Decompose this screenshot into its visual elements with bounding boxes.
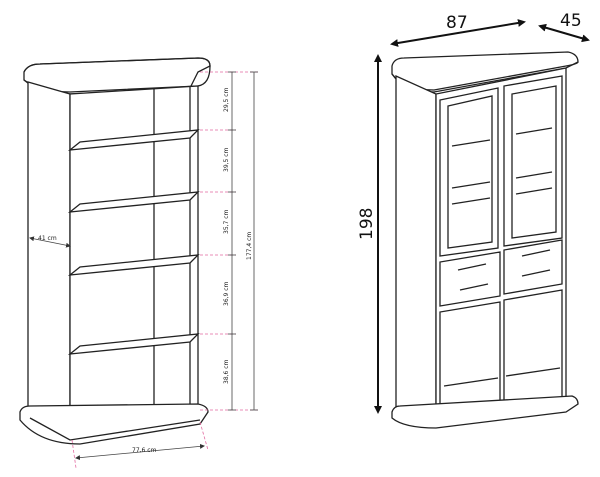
glass-door-cabinet: 198 87 45	[357, 11, 590, 429]
shelf1-label: 29,5 cm	[223, 87, 230, 112]
open-bookcase: 41 cm 77,6 cm 29,5 cm 39,5 cm 35,7 cm 36…	[19, 57, 258, 469]
shelf5-label: 38,6 cm	[223, 359, 230, 384]
height-label: 198	[357, 208, 377, 240]
depth-label-right: 45	[560, 11, 582, 31]
width-label: 77,6 cm	[132, 447, 157, 454]
total-height-label: 177,4 cm	[246, 232, 253, 260]
shelf2-label: 39,5 cm	[223, 147, 230, 172]
shelf3-label: 35,7 cm	[223, 209, 230, 234]
shelf4-label: 36,9 cm	[223, 281, 230, 306]
depth-label: 41 cm	[38, 235, 57, 242]
width-label-right: 87	[446, 13, 468, 33]
